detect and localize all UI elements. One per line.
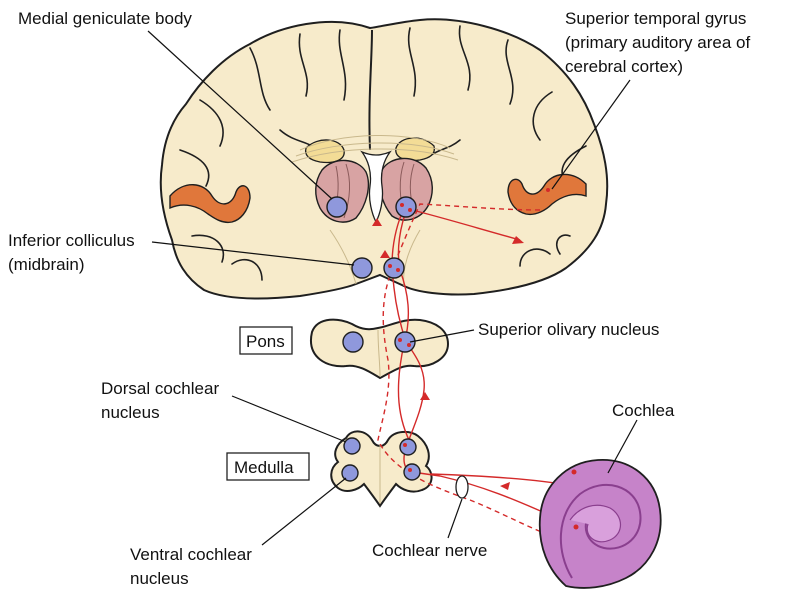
- leader-cochlea: [607, 419, 638, 474]
- left-superior-olivary-nucleus: [342, 331, 364, 353]
- label-cochlear-nerve: Cochlear nerve: [372, 541, 487, 560]
- right-auditory-cortex: [507, 173, 587, 216]
- descending-pathway: [377, 203, 591, 549]
- left-medial-geniculate-nucleus: [326, 196, 348, 218]
- cochlear-nerve-ganglion: [455, 475, 469, 499]
- text-labels: Medial geniculate body Superior temporal…: [8, 9, 750, 588]
- label-superior-olivary: Superior olivary nucleus: [478, 320, 659, 339]
- leader-cochlear-nerve: [447, 498, 463, 539]
- label-superior-temporal-3: cerebral cortex): [565, 57, 683, 76]
- leader-superior-olivary: [409, 329, 475, 343]
- left-inferior-colliculus-nucleus: [351, 257, 373, 279]
- label-superior-temporal-1: Superior temporal gyrus: [565, 9, 746, 28]
- label-inferior-colliculus-1: Inferior colliculus: [8, 231, 135, 250]
- nuclei: [326, 196, 421, 482]
- arrow-to-cortex: [512, 236, 524, 244]
- label-pons: Pons: [246, 332, 285, 351]
- right-medial-geniculate-nucleus: [395, 196, 417, 218]
- right-inferior-colliculus-nucleus: [383, 257, 405, 279]
- leader-ventral-cochlear: [261, 477, 347, 546]
- pons-section: [309, 318, 450, 380]
- label-medulla: Medulla: [234, 458, 294, 477]
- label-superior-temporal-2: (primary auditory area of: [565, 33, 750, 52]
- cochlea: [538, 459, 662, 589]
- corpus-callosum-lines: [291, 134, 459, 163]
- arrow-nerve: [500, 482, 510, 490]
- pons-midline: [377, 329, 381, 377]
- label-dorsal-cochlear-1: Dorsal cochlear: [101, 379, 219, 398]
- leader-lines: [147, 30, 638, 546]
- left-auditory-cortex: [169, 184, 251, 224]
- label-ventral-cochlear-1: Ventral cochlear: [130, 545, 252, 564]
- left-dorsal-cochlear-nucleus: [343, 437, 361, 455]
- synapse-dots: [388, 188, 550, 472]
- arrow-up-midbrain: [380, 250, 390, 258]
- label-cochlea: Cochlea: [612, 401, 675, 420]
- arrow-up-medulla: [420, 392, 430, 400]
- right-dorsal-cochlear-nucleus: [399, 438, 417, 456]
- third-ventricle: [360, 150, 392, 224]
- right-superior-olivary-nucleus: [394, 331, 416, 353]
- leader-dorsal-cochlear: [231, 395, 347, 443]
- label-ventral-cochlear-2: nucleus: [130, 569, 189, 588]
- longitudinal-fissure: [368, 29, 373, 151]
- label-dorsal-cochlear-2: nucleus: [101, 403, 160, 422]
- leader-superior-temporal: [551, 79, 631, 190]
- medulla-label-box: [226, 452, 310, 481]
- left-ventral-cochlear-nucleus: [341, 464, 359, 482]
- leader-medial-geniculate: [147, 30, 333, 200]
- cochlea-inner-turn: [569, 504, 622, 543]
- arrow-up-thalamus: [372, 218, 382, 226]
- pons-label-box: [239, 326, 293, 355]
- label-inferior-colliculus-2: (midbrain): [8, 255, 85, 274]
- label-medial-geniculate: Medial geniculate body: [18, 9, 192, 28]
- right-ventral-cochlear-nucleus: [403, 463, 421, 481]
- leader-inferior-colliculus: [151, 241, 355, 266]
